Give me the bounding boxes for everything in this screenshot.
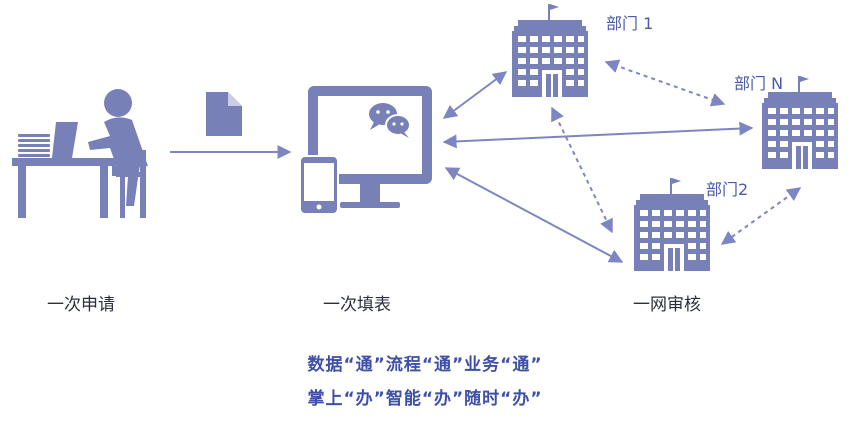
office-building-icon-dept1: [512, 4, 588, 97]
person-at-desk-icon: [12, 89, 148, 218]
dept-label-1: 部门 1: [606, 14, 654, 33]
arrow-fill-dept1: [442, 71, 508, 119]
monitor-icon: [308, 86, 432, 208]
slogan-line-1: 数据“通”流程“通”业务“通”: [307, 355, 543, 375]
arrow-deptN-dept2: [720, 187, 802, 245]
stage-label-fill: 一次填表: [323, 295, 391, 315]
stage-label-review: 一网审核: [633, 295, 701, 315]
wechat-icon: [369, 103, 411, 138]
arrow-fill-deptN: [442, 121, 754, 149]
stage-label-apply: 一次申请: [47, 295, 115, 315]
arrow-fill-dept2: [444, 167, 624, 263]
arrow-dept1-deptN: [604, 59, 726, 107]
smartphone-icon: [299, 155, 339, 215]
office-building-icon-dept2: [634, 178, 710, 271]
arrow-dept1-dept2: [551, 106, 613, 234]
document-icon: [206, 92, 242, 136]
dept-label-2: 部门2: [706, 180, 749, 199]
slogan-line-2: 掌上“办”智能“办”随时“办”: [307, 389, 543, 409]
dept-label-n: 部门 N: [734, 74, 784, 93]
